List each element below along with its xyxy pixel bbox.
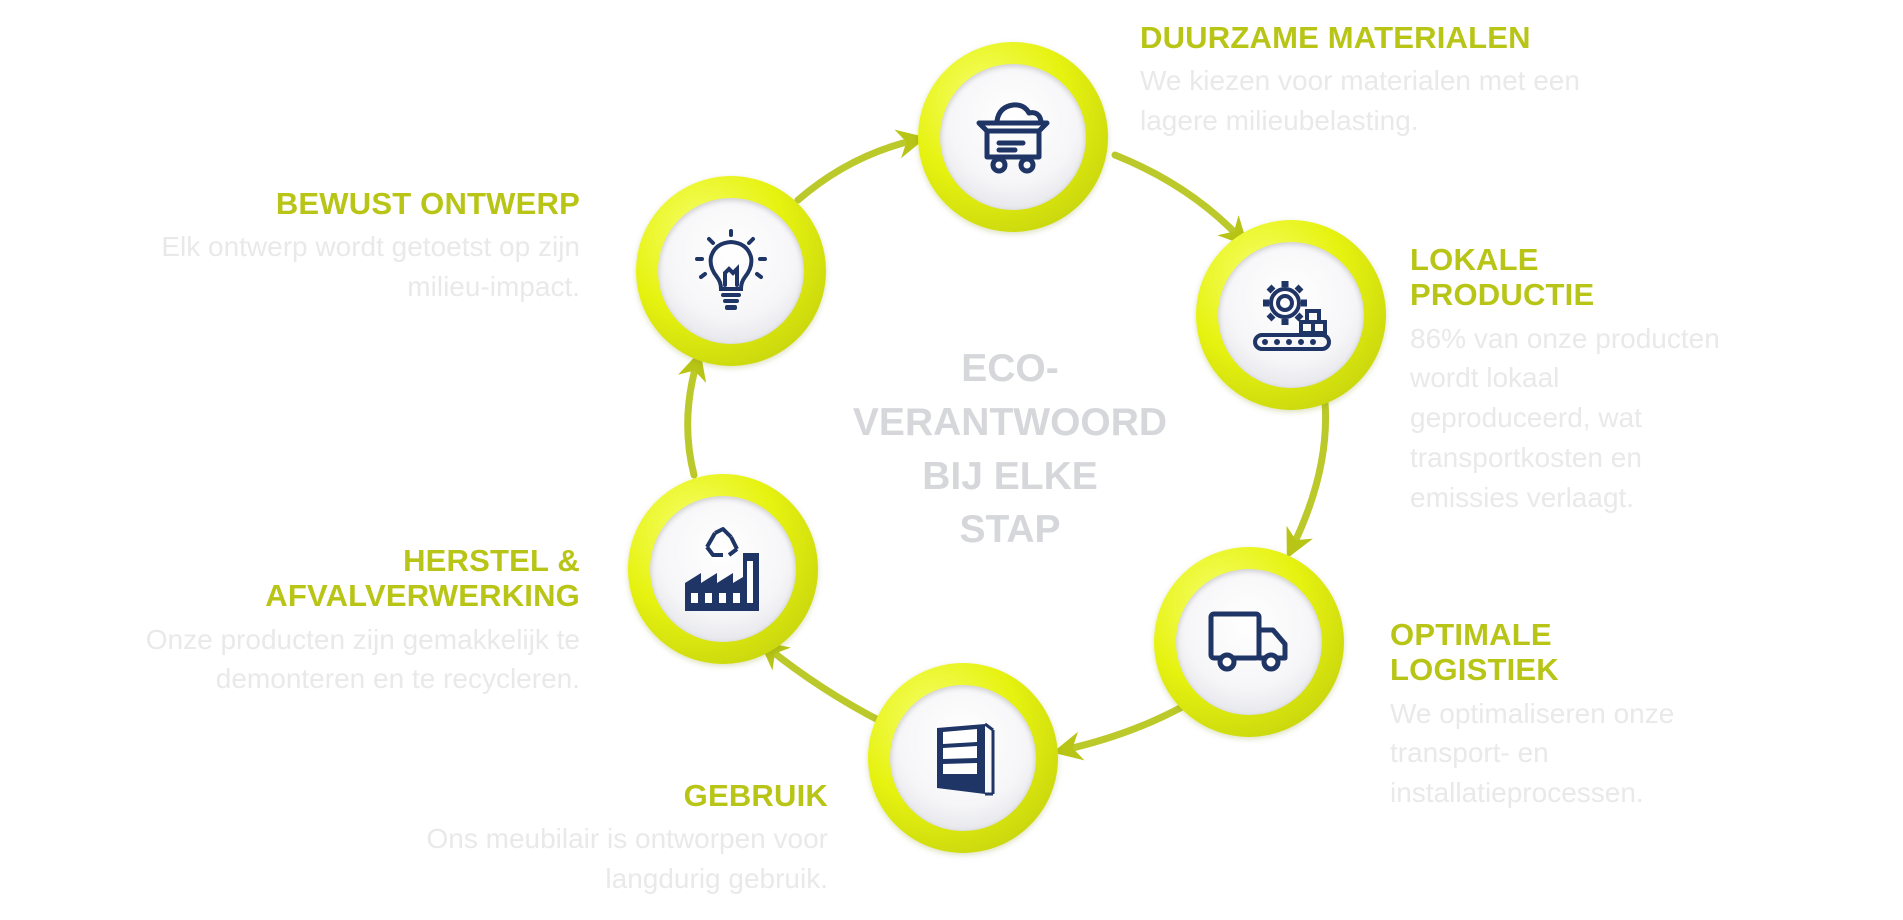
step-logistics: OPTIMALE LOGISTIEK We optimaliseren onze… (1390, 617, 1720, 813)
arrow-6-to-1 (794, 129, 927, 204)
arrow-3-to-4 (1052, 703, 1186, 761)
arrow-5-to-6 (677, 350, 707, 479)
step-node-recycling (628, 474, 818, 664)
step-description: We kiezen voor materialen met een lagere… (1140, 65, 1580, 137)
step-recycling: HERSTEL & AFVALVERWERKING Onze producten… (110, 543, 580, 699)
step-title: BEWUST ONTWERP (275, 186, 580, 221)
step-node-use (868, 663, 1058, 853)
step-title: DUURZAME MATERIALEN (1140, 20, 1531, 55)
step-design: BEWUST ONTWERP Elk ontwerp wordt getoets… (140, 186, 580, 307)
step-node-design (636, 176, 826, 366)
step-description: Ons meubilair is ontworpen voor langduri… (426, 823, 828, 895)
step-title: LOKALE PRODUCTIE (1410, 242, 1595, 313)
step-description: Elk ontwerp wordt getoetst op zijn milie… (161, 231, 580, 303)
step-node-materials (918, 42, 1108, 232)
step-title: GEBRUIK (683, 778, 828, 813)
display-cabinet-icon (937, 722, 995, 796)
step-description: Onze producten zijn gemakkelijk te demon… (145, 623, 580, 695)
step-node-production (1196, 220, 1386, 410)
step-materials: DUURZAME MATERIALEN We kiezen voor mater… (1140, 20, 1660, 141)
step-use: GEBRUIK Ons meubilair is ontworpen voor … (400, 778, 828, 899)
step-title: OPTIMALE LOGISTIEK (1390, 617, 1559, 688)
step-production: LOKALE PRODUCTIE 86% van onze producten … (1410, 242, 1730, 517)
step-description: We optimaliseren onze transport- en inst… (1390, 697, 1675, 809)
arrow-4-to-5 (758, 640, 886, 726)
arrow-2-to-3 (1286, 398, 1330, 559)
arrow-1-to-2 (1111, 151, 1249, 247)
step-description: 86% van onze producten wordt lokaal gepr… (1410, 322, 1720, 513)
truck-icon (1208, 611, 1288, 672)
recycle-factory-icon (685, 527, 759, 611)
gear-conveyor-icon (1253, 281, 1331, 351)
step-title: HERSTEL & AFVALVERWERKING (265, 543, 580, 614)
lightbulb-icon (695, 229, 767, 310)
step-node-logistics (1154, 547, 1344, 737)
mine-cart-icon (976, 102, 1050, 174)
center-title: ECO- VERANTWOORD BIJ ELKE STAP (852, 347, 1168, 552)
